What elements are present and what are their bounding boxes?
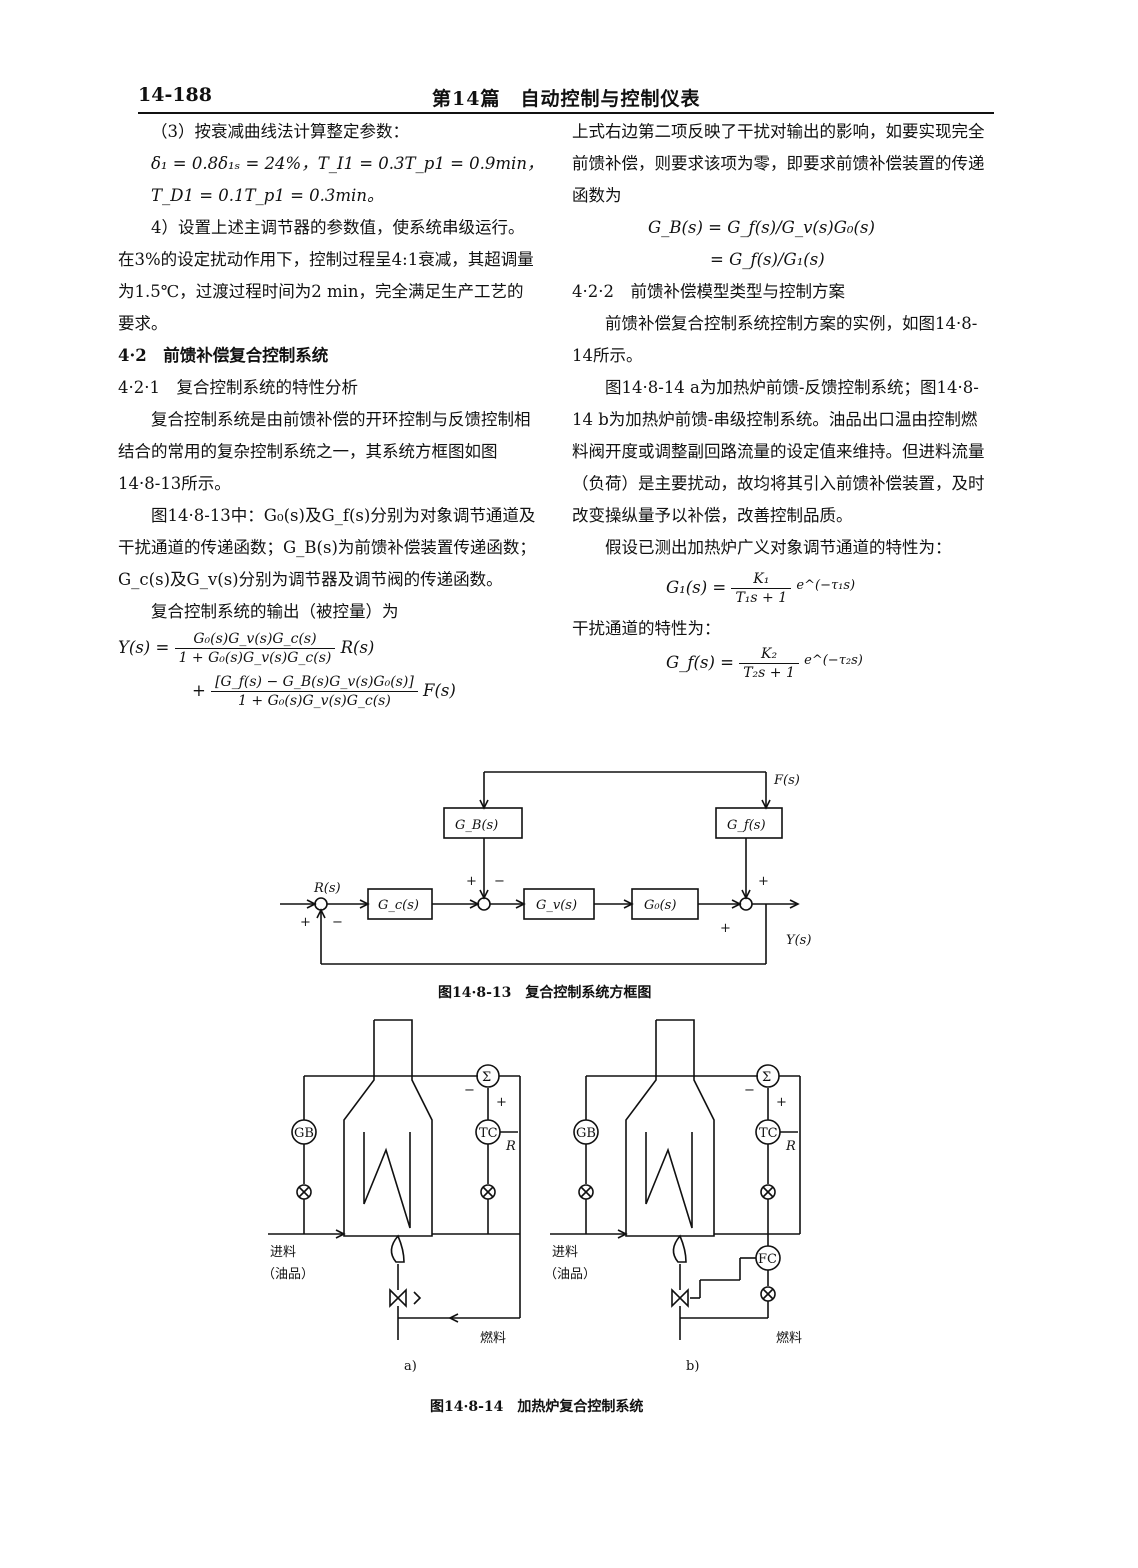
svg-text:燃料: 燃料: [480, 1330, 506, 1346]
fig14-caption: 图14·8-14 加热炉复合控制系统: [430, 1399, 644, 1415]
right-paragraph-1: 上式右边第二项反映了干扰对输出的影响，如要实现完全前馈补偿，则要求该项为零，即要…: [572, 122, 985, 205]
svg-text:+: +: [300, 915, 311, 930]
step-4-paragraph: 4）设置上述主调节器的参数值，使系统串级运行。在3%的设定扰动作用下，控制过程呈…: [118, 218, 534, 333]
page-number: 14-188: [138, 84, 212, 106]
svg-text:进料: 进料: [552, 1245, 578, 1260]
svg-text:+: +: [466, 874, 477, 889]
eq-plus: +: [192, 681, 206, 700]
fig13-GB: G_B(s): [455, 818, 498, 833]
right-paragraph-2: 前馈补偿复合控制系统控制方案的实例，如图14·8-14所示。: [572, 314, 978, 365]
svg-text:Σ: Σ: [482, 1070, 491, 1085]
svg-text:进料: 进料: [270, 1245, 296, 1260]
fig-14-8-14b: 燃料 进料 （油品） GB Σ − + TC R FC: [544, 1019, 802, 1374]
svg-text:燃料: 燃料: [776, 1330, 802, 1346]
output-intro: 复合控制系统的输出（被控量）为: [151, 602, 399, 621]
page-header: 14-188 第14篇 自动控制与控制仪表: [138, 84, 994, 114]
fig13-caption: 图14·8-13 复合控制系统方框图: [438, 985, 652, 1001]
svg-text:TC: TC: [479, 1126, 498, 1141]
fig13-G0: G₀(s): [644, 898, 676, 913]
svg-text:GB: GB: [294, 1126, 314, 1141]
param-line-2: T_D1 = 0.1T_p1 = 0.3min。: [151, 186, 384, 205]
gf-exp: e^(−τ₂s): [804, 653, 863, 668]
right-paragraph-4: 假设已测出加热炉广义对象调节通道的特性为：: [605, 538, 952, 557]
right-paragraph-3: 图14·8-14 a为加热炉前馈-反馈控制系统；图14·8-14 b为加热炉前馈…: [572, 378, 985, 525]
fig13-gb-box: [443, 807, 523, 839]
gf-equation: G_f(s) = K₂ T₂s + 1 e^(−τ₂s): [572, 645, 992, 682]
svg-text:Σ: Σ: [762, 1070, 771, 1085]
fig13-gf-box: [715, 807, 783, 839]
disturbance-intro: 干扰通道的特性为：: [572, 619, 721, 638]
chapter-title: 第14篇 自动控制与控制仪表: [432, 88, 701, 110]
svg-text:−: −: [494, 874, 505, 889]
svg-text:R: R: [505, 1139, 516, 1154]
eq-den-2: 1 + G₀(s)G_v(s)G_c(s): [238, 693, 391, 709]
g1-den: T₁s + 1: [735, 590, 788, 606]
eq-num-2: [G_f(s) − G_B(s)G_v(s)G₀(s)]: [211, 673, 418, 692]
g1-num: K₁: [731, 570, 792, 589]
gf-fraction: K₂ T₂s + 1: [739, 645, 799, 682]
right-column: 上式右边第二项反映了干扰对输出的影响，如要实现完全前馈补偿，则要求该项为零，即要…: [572, 116, 992, 682]
fig-14-8-14a: 燃料 进料 （油品） GB Σ − + TC R a): [262, 1019, 521, 1374]
eq-num-1: G₀(s)G_v(s)G_c(s): [174, 630, 336, 649]
svg-text:+: +: [758, 874, 769, 889]
eq-fraction-1: G₀(s)G_v(s)G_c(s) 1 + G₀(s)G_v(s)G_c(s): [174, 630, 336, 667]
step-3: （3）按衰减曲线法计算整定参数：: [151, 122, 409, 141]
gf-lhs: G_f(s) =: [666, 653, 734, 672]
g1-exp: e^(−τ₁s): [796, 578, 856, 593]
eq-r: R(s): [340, 638, 375, 657]
svg-text:R: R: [785, 1139, 796, 1154]
eq-f: F(s): [423, 681, 456, 700]
svg-text:b): b): [686, 1359, 699, 1374]
eq-lhs: Y(s) =: [118, 638, 170, 657]
fig13-Gf: G_f(s): [727, 818, 766, 833]
svg-text:+: +: [776, 1095, 787, 1110]
svg-text:FC: FC: [758, 1252, 777, 1267]
svg-text:−: −: [464, 1083, 475, 1098]
g1-equation: G₁(s) = K₁ T₁s + 1 e^(−τ₁s): [572, 570, 992, 607]
intro-paragraph: 复合控制系统是由前馈补偿的开环控制与反馈控制相结合的常用的复杂控制系统之一，其系…: [118, 410, 531, 493]
section-4-2: 4·2 前馈补偿复合控制系统: [118, 346, 329, 365]
gb-equation-1: G_B(s) = G_f(s)/G_v(s)G₀(s): [648, 218, 875, 237]
fig13-Gv: G_v(s): [536, 898, 577, 913]
definitions-paragraph: 图14·8-13中：G₀(s)及G_f(s)分别为对象调节通道及干扰通道的传递函…: [118, 506, 536, 589]
svg-text:a): a): [404, 1359, 417, 1374]
svg-text:（油品）: （油品）: [262, 1267, 314, 1282]
gb-equation-2: = G_f(s)/G₁(s): [710, 250, 825, 269]
fig-14-8-13: F(s) G_B(s) G_f(s) R(s) G_c(s) G_v(s) G₀…: [280, 771, 811, 965]
output-equation: Y(s) = G₀(s)G_v(s)G_c(s) 1 + G₀(s)G_v(s)…: [118, 630, 538, 710]
param-line-1: δ₁ = 0.8δ₁ₛ = 24%，T_I1 = 0.3T_p1 = 0.9mi…: [151, 154, 544, 173]
left-column: （3）按衰减曲线法计算整定参数： δ₁ = 0.8δ₁ₛ = 24%，T_I1 …: [118, 116, 544, 710]
fig13-F: F(s): [773, 773, 800, 788]
eq-den-1: 1 + G₀(s)G_v(s)G_c(s): [178, 650, 332, 666]
fig13-R: R(s): [313, 881, 341, 896]
fig13-Gc: G_c(s): [378, 898, 419, 913]
svg-text:TC: TC: [759, 1126, 778, 1141]
gf-den: T₂s + 1: [743, 665, 795, 681]
fig13-Y: Y(s): [786, 933, 811, 948]
svg-text:GB: GB: [576, 1126, 596, 1141]
svg-text:−: −: [744, 1083, 755, 1098]
gf-num: K₂: [739, 645, 799, 664]
eq-fraction-2: [G_f(s) − G_B(s)G_v(s)G₀(s)] 1 + G₀(s)G_…: [211, 673, 418, 710]
g1-lhs: G₁(s) =: [666, 578, 727, 597]
g1-fraction: K₁ T₁s + 1: [731, 570, 792, 607]
section-4-2-1: 4·2·1 复合控制系统的特性分析: [118, 378, 358, 397]
svg-text:+: +: [496, 1095, 507, 1110]
svg-text:−: −: [332, 915, 343, 930]
svg-text:+: +: [720, 921, 731, 936]
svg-text:（油品）: （油品）: [544, 1267, 596, 1282]
section-4-2-2: 4·2·2 前馈补偿模型类型与控制方案: [572, 282, 845, 301]
